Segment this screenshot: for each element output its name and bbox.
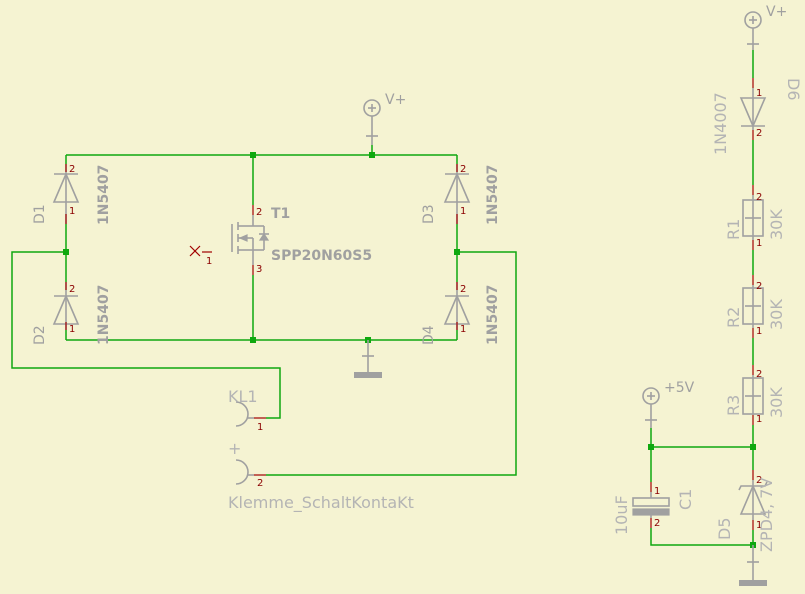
d4-name: D4 <box>421 325 437 345</box>
pin-number: 2 <box>460 284 466 295</box>
pin-number: 1 <box>460 324 466 335</box>
d3-value: 1N5407 <box>485 165 501 225</box>
ground-symbol <box>354 340 382 378</box>
r2-name: R2 <box>724 307 743 328</box>
pin-number: 1 <box>69 324 75 335</box>
d6-value: 1N4007 <box>711 92 730 155</box>
pin-number: 2 <box>256 207 262 218</box>
wire-5v <box>650 428 753 448</box>
pin-number: 2 <box>460 164 466 175</box>
pin-number: 2 <box>257 478 263 489</box>
vplus-right-label: V+ <box>766 4 787 20</box>
d4-value: 1N5407 <box>485 285 501 345</box>
junction-dot <box>63 249 69 255</box>
diode-d6: 1 2 D6 1N4007 <box>711 78 803 155</box>
pin-number: 1 <box>206 256 212 267</box>
junction-dot <box>250 152 256 158</box>
junction-dot <box>250 337 256 343</box>
pin-number: 2 <box>69 284 75 295</box>
pin-number: 1 <box>69 206 75 217</box>
junctions <box>63 152 756 548</box>
terminal-kl1: KL1 + 1 2 Klemme_SchaltKontaKt <box>228 387 414 513</box>
d2-value: 1N5407 <box>96 285 112 345</box>
capacitor-c1: 1 2 10uF C1 <box>612 482 695 535</box>
pin-number: 3 <box>256 264 262 275</box>
pin-number: 1 <box>460 206 466 217</box>
d5-value: ZPD4, 7V <box>757 478 776 552</box>
r1-value: 30K <box>767 209 786 240</box>
pin-number: 1 <box>756 326 762 337</box>
c1-name: C1 <box>676 489 695 510</box>
d3-name: D3 <box>421 204 437 224</box>
kl1-name: KL1 <box>228 387 258 406</box>
ground-symbol-right <box>739 545 767 586</box>
plus5v-symbol: +5V <box>642 380 695 428</box>
pin-number: 1 <box>756 88 762 99</box>
mosfet-t1: 2 3 1 T1 SPP20N60S5 <box>189 205 372 275</box>
diode-d4: 2 1 D4 1N5407 <box>421 282 501 345</box>
d2-name: D2 <box>32 325 48 345</box>
resistor-r3: 2 1 R3 30K <box>724 365 786 425</box>
d1-value: 1N5407 <box>96 165 112 225</box>
zener-d5: 2 1 D5 ZPD4, 7V <box>715 470 776 552</box>
pin-number: 2 <box>756 369 762 380</box>
d1-name: D1 <box>32 204 48 224</box>
diode-d1: 2 1 D1 1N5407 <box>32 164 112 225</box>
wire-c1-bot <box>650 528 753 546</box>
r2-value: 30K <box>767 299 786 330</box>
pin-number: 2 <box>654 518 660 529</box>
junction-dot <box>454 249 460 255</box>
d6-name: D6 <box>784 78 803 101</box>
vplus-symbol-main: V+ <box>363 92 406 145</box>
pin-number: 2 <box>69 164 75 175</box>
r3-value: 30K <box>767 387 786 418</box>
vplus-symbol-right: V+ <box>744 4 787 50</box>
pin-number: 1 <box>756 238 762 249</box>
kl1-value: Klemme_SchaltKontaKt <box>228 493 414 513</box>
junction-dot <box>648 444 654 450</box>
pin-number: 2 <box>756 475 762 486</box>
pin-number: 1 <box>654 486 660 497</box>
pin-number: 2 <box>756 281 762 292</box>
wires <box>11 50 754 546</box>
kl1-plus: + <box>228 439 241 458</box>
pin-number: 2 <box>756 192 762 203</box>
resistor-r2: 2 1 R2 30K <box>724 275 786 338</box>
vplus-label: V+ <box>385 92 406 108</box>
pin-number: 2 <box>756 128 762 139</box>
pin-number: 1 <box>756 414 762 425</box>
c1-value: 10uF <box>612 495 631 535</box>
d5-name: D5 <box>715 518 734 541</box>
wire-ac-right <box>266 251 517 476</box>
pin-number: 1 <box>257 422 263 433</box>
plus5v-label: +5V <box>664 380 695 396</box>
diode-d2: 2 1 D2 1N5407 <box>32 282 112 345</box>
t1-name: T1 <box>271 206 290 222</box>
resistor-r1: 2 1 R1 30K <box>724 185 786 250</box>
r3-name: R3 <box>724 395 743 416</box>
t1-value: SPP20N60S5 <box>271 248 372 264</box>
r1-name: R1 <box>724 219 743 240</box>
diode-d3: 2 1 D3 1N5407 <box>421 164 501 225</box>
pin-number: 1 <box>756 520 762 531</box>
junction-dot <box>369 152 375 158</box>
junction-dot <box>750 444 756 450</box>
wire-ac-left <box>11 251 281 419</box>
